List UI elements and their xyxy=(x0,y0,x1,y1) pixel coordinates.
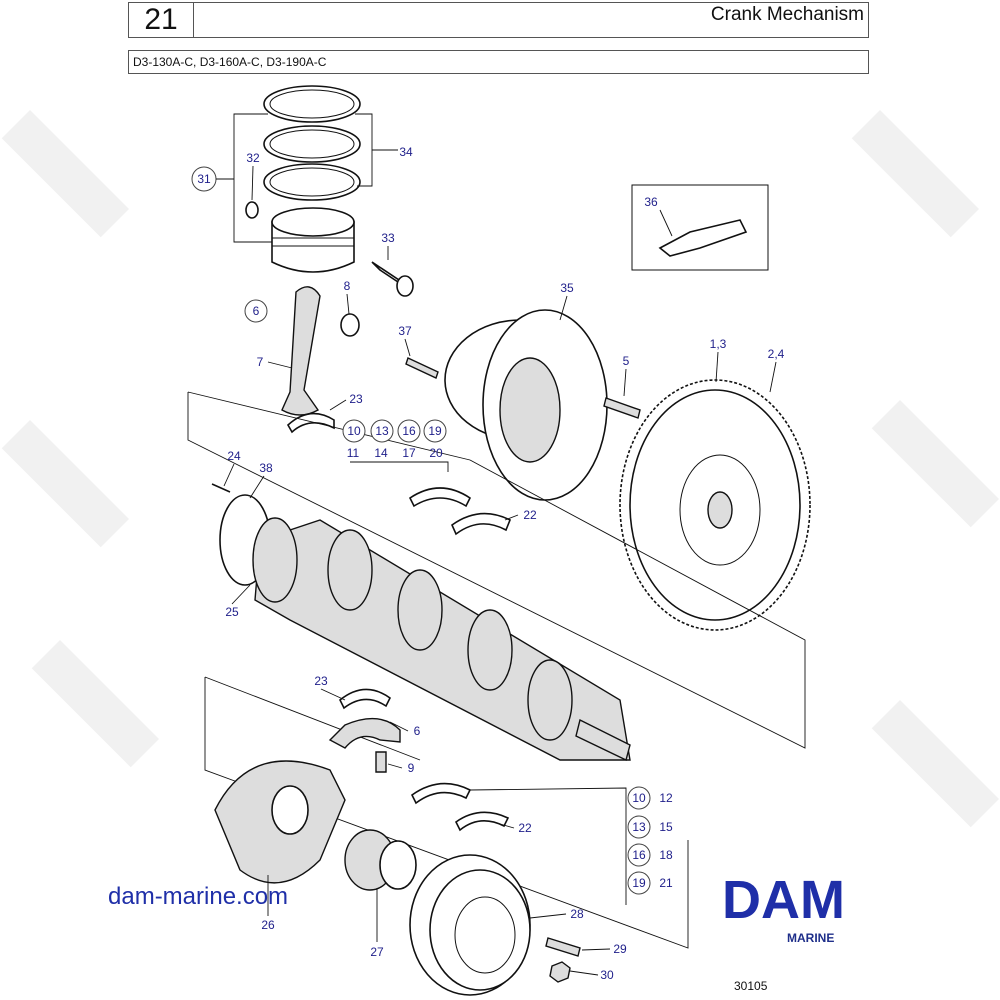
label-37: 37 xyxy=(398,324,412,338)
label-9: 9 xyxy=(408,761,415,775)
label-34: 34 xyxy=(399,145,413,159)
main-bearing xyxy=(451,512,512,536)
label-33: 33 xyxy=(381,231,395,245)
group-number: 21 xyxy=(128,2,194,38)
page-title: Crank Mechanism xyxy=(710,4,864,25)
piston-rings xyxy=(263,85,361,201)
main-bearing xyxy=(408,487,472,508)
label-6: 6 xyxy=(253,304,260,318)
label-1-3: 1,3 xyxy=(710,337,727,351)
label-38: 38 xyxy=(259,461,273,475)
label-plain: 21 xyxy=(659,876,673,890)
bushing xyxy=(340,313,360,337)
sealant-tube-icon xyxy=(658,219,748,257)
label-22: 22 xyxy=(518,821,532,835)
label-circled: 10 xyxy=(632,791,646,805)
dam-logo: DAM xyxy=(722,870,845,930)
label-8: 8 xyxy=(344,279,351,293)
drawing-number: 30105 xyxy=(734,979,768,993)
label-plain: 17 xyxy=(402,446,416,460)
website-link[interactable]: dam-marine.com xyxy=(108,883,289,910)
crank-pulley xyxy=(409,854,531,996)
title-box: Crank Mechanism xyxy=(193,2,869,38)
bearing-cap xyxy=(328,717,401,749)
label-25: 25 xyxy=(225,605,239,619)
crankshaft xyxy=(252,517,631,761)
leader-lines xyxy=(216,165,777,976)
label-circled: 19 xyxy=(428,424,442,438)
label-26: 26 xyxy=(261,918,275,932)
label-28: 28 xyxy=(570,907,584,921)
label-plain: 20 xyxy=(429,446,443,460)
label-35: 35 xyxy=(560,281,574,295)
label-circled: 16 xyxy=(632,848,646,862)
flywheel xyxy=(619,379,811,631)
label-7: 7 xyxy=(257,355,264,369)
label-36: 36 xyxy=(644,195,658,209)
label-circled: 13 xyxy=(375,424,389,438)
models-box: D3-130A-C, D3-160A-C, D3-190A-C xyxy=(128,50,869,74)
label-plain: 18 xyxy=(659,848,673,862)
label-plain: 14 xyxy=(374,446,388,460)
label-plain: 11 xyxy=(347,446,360,460)
label-plain: 15 xyxy=(659,820,673,834)
label-circled: 13 xyxy=(632,820,646,834)
bolt xyxy=(603,397,641,419)
nut xyxy=(549,961,571,983)
flywheel-housing xyxy=(444,309,608,501)
watermark xyxy=(1,110,999,828)
label-23: 23 xyxy=(349,392,363,406)
sealant-box xyxy=(631,184,769,271)
label-32: 32 xyxy=(246,151,260,165)
pulley-bolt xyxy=(545,937,581,957)
label-29: 29 xyxy=(613,942,627,956)
conrod-bearing xyxy=(338,688,392,710)
label-5: 5 xyxy=(623,354,630,368)
label-27: 27 xyxy=(370,945,384,959)
label-6: 6 xyxy=(414,724,421,738)
label-24: 24 xyxy=(227,449,241,463)
connecting-rod xyxy=(281,286,321,416)
logo-subtitle: MARINE xyxy=(787,931,835,945)
label-2-4: 2,4 xyxy=(768,347,785,361)
circlip xyxy=(245,201,259,219)
pin xyxy=(211,483,231,493)
label-circled: 16 xyxy=(402,424,416,438)
label-31: 31 xyxy=(197,172,211,186)
label-circled: 10 xyxy=(347,424,361,438)
label-22: 22 xyxy=(523,508,537,522)
label-plain: 12 xyxy=(659,791,673,805)
bolt xyxy=(405,357,439,379)
label-30: 30 xyxy=(600,968,614,982)
piston xyxy=(271,207,355,273)
cap-bolt xyxy=(375,751,387,773)
label-circled: 19 xyxy=(632,876,646,890)
label-23: 23 xyxy=(314,674,328,688)
